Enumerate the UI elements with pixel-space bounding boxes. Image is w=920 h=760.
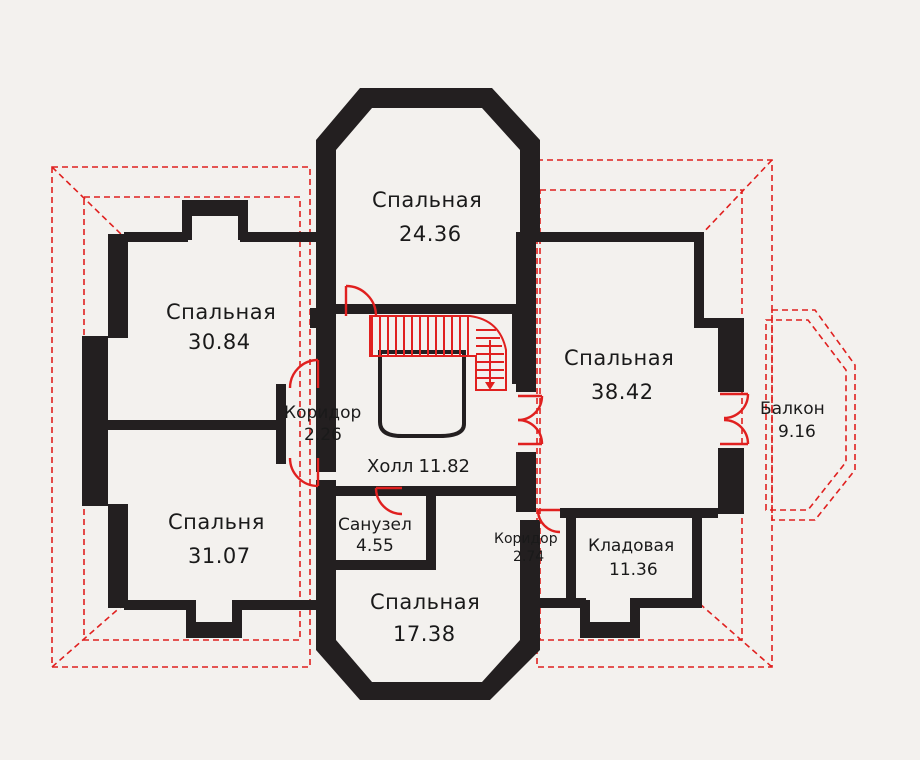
wall-spine-right: [516, 232, 536, 392]
wall-bath-bottom: [336, 560, 436, 570]
wall-stub: [310, 308, 336, 328]
wall-top-left: [240, 232, 320, 242]
wall-right-outer: [718, 448, 744, 514]
doors: [288, 284, 750, 534]
room-name: Балкон: [760, 399, 825, 419]
wall-top-left: [124, 232, 188, 242]
room-name: Спальная: [370, 590, 481, 614]
wall-spine-right: [516, 452, 536, 512]
wall-right-bottom: [560, 508, 718, 518]
door-left-bedroom: [288, 358, 320, 389]
room-area: 17.38: [393, 622, 456, 646]
room-area: 11.82: [418, 456, 470, 477]
door-bathroom: [374, 486, 403, 516]
roof-outer-left: [51, 166, 311, 668]
roof-hip-line: [51, 603, 125, 668]
wall-top-left: [238, 200, 248, 240]
room-area: 2.26: [304, 425, 342, 445]
room-area: 31.07: [188, 544, 251, 568]
door-corridor-right: [536, 508, 561, 534]
door-left-bottom: [288, 457, 320, 488]
room-name: Спальная: [372, 188, 483, 212]
stair-landing: [378, 350, 466, 438]
wall-storage-bottom: [580, 600, 590, 638]
room-area: 24.36: [399, 222, 462, 246]
roof-hip-line: [699, 603, 773, 668]
door-top-bedroom: [344, 284, 378, 317]
room-name: Санузел: [338, 515, 412, 535]
room-area: 4.55: [356, 536, 394, 556]
wall-corridor: [276, 384, 286, 464]
wall-spine-left: [316, 296, 336, 472]
door-balcony-upper: [720, 392, 750, 420]
stair-treads: [371, 316, 504, 379]
wall-right-outer: [718, 326, 744, 392]
wall-cellar: [536, 598, 570, 608]
staircase: [369, 315, 507, 438]
room-label-hall: Холл 11.82: [367, 456, 470, 477]
door-right-bedroom-lower: [517, 418, 544, 446]
wall-left-outer: [82, 336, 108, 506]
wall-storage-bottom: [630, 598, 640, 638]
stair-arrow-head: [485, 382, 495, 390]
room-name: Холл: [367, 456, 414, 477]
wall-bottom-bay: [316, 600, 540, 700]
walls: [82, 88, 744, 700]
wall-stair-top: [336, 304, 522, 314]
room-area: 9.16: [778, 422, 816, 442]
wall-left-bottom: [108, 504, 128, 608]
wall-bottom-left: [232, 600, 242, 638]
room-name: Коридор: [494, 531, 558, 547]
room-name: Спальная: [166, 300, 277, 324]
door-balcony-lower: [720, 418, 750, 446]
wall-right-side: [694, 318, 744, 328]
wall-bottom-left: [186, 600, 196, 638]
room-name: Кладовая: [588, 536, 675, 556]
wall-top-left: [182, 200, 244, 216]
wall-divider: [108, 420, 280, 430]
wall-bottom-left: [186, 622, 242, 638]
roof-hip-line: [699, 159, 773, 237]
door-right-bedroom-upper: [517, 394, 544, 422]
wall-spine-right: [520, 520, 540, 602]
wall-right-top: [528, 232, 702, 242]
wall-storage-right: [692, 508, 702, 606]
wall-top-left: [182, 200, 192, 240]
stair-outline: [369, 315, 507, 391]
room-name: Спальня: [168, 510, 265, 534]
balcony-rail-inner: [765, 319, 847, 511]
wall-bottom-left: [124, 600, 194, 610]
wall-storage-bottom: [580, 622, 636, 638]
wall-spine-left: [316, 480, 336, 600]
room-area: 11.36: [609, 560, 658, 580]
room-name: Коридор: [284, 403, 362, 423]
wall-storage-bottom: [634, 598, 702, 608]
wall-left-top: [108, 234, 128, 338]
roof-hip-line: [51, 166, 125, 238]
balcony-rail-outer: [771, 309, 856, 521]
room-area: 38.42: [591, 380, 654, 404]
wall-right-side: [694, 232, 704, 326]
room-area: 30.84: [188, 330, 251, 354]
wall-bath-right: [426, 486, 436, 566]
wall-storage-left: [566, 508, 576, 606]
room-area: 2.74: [513, 549, 545, 565]
room-name: Спальная: [564, 346, 675, 370]
wall-bottom-left: [236, 600, 320, 610]
wall-storage-bottom: [566, 598, 586, 608]
